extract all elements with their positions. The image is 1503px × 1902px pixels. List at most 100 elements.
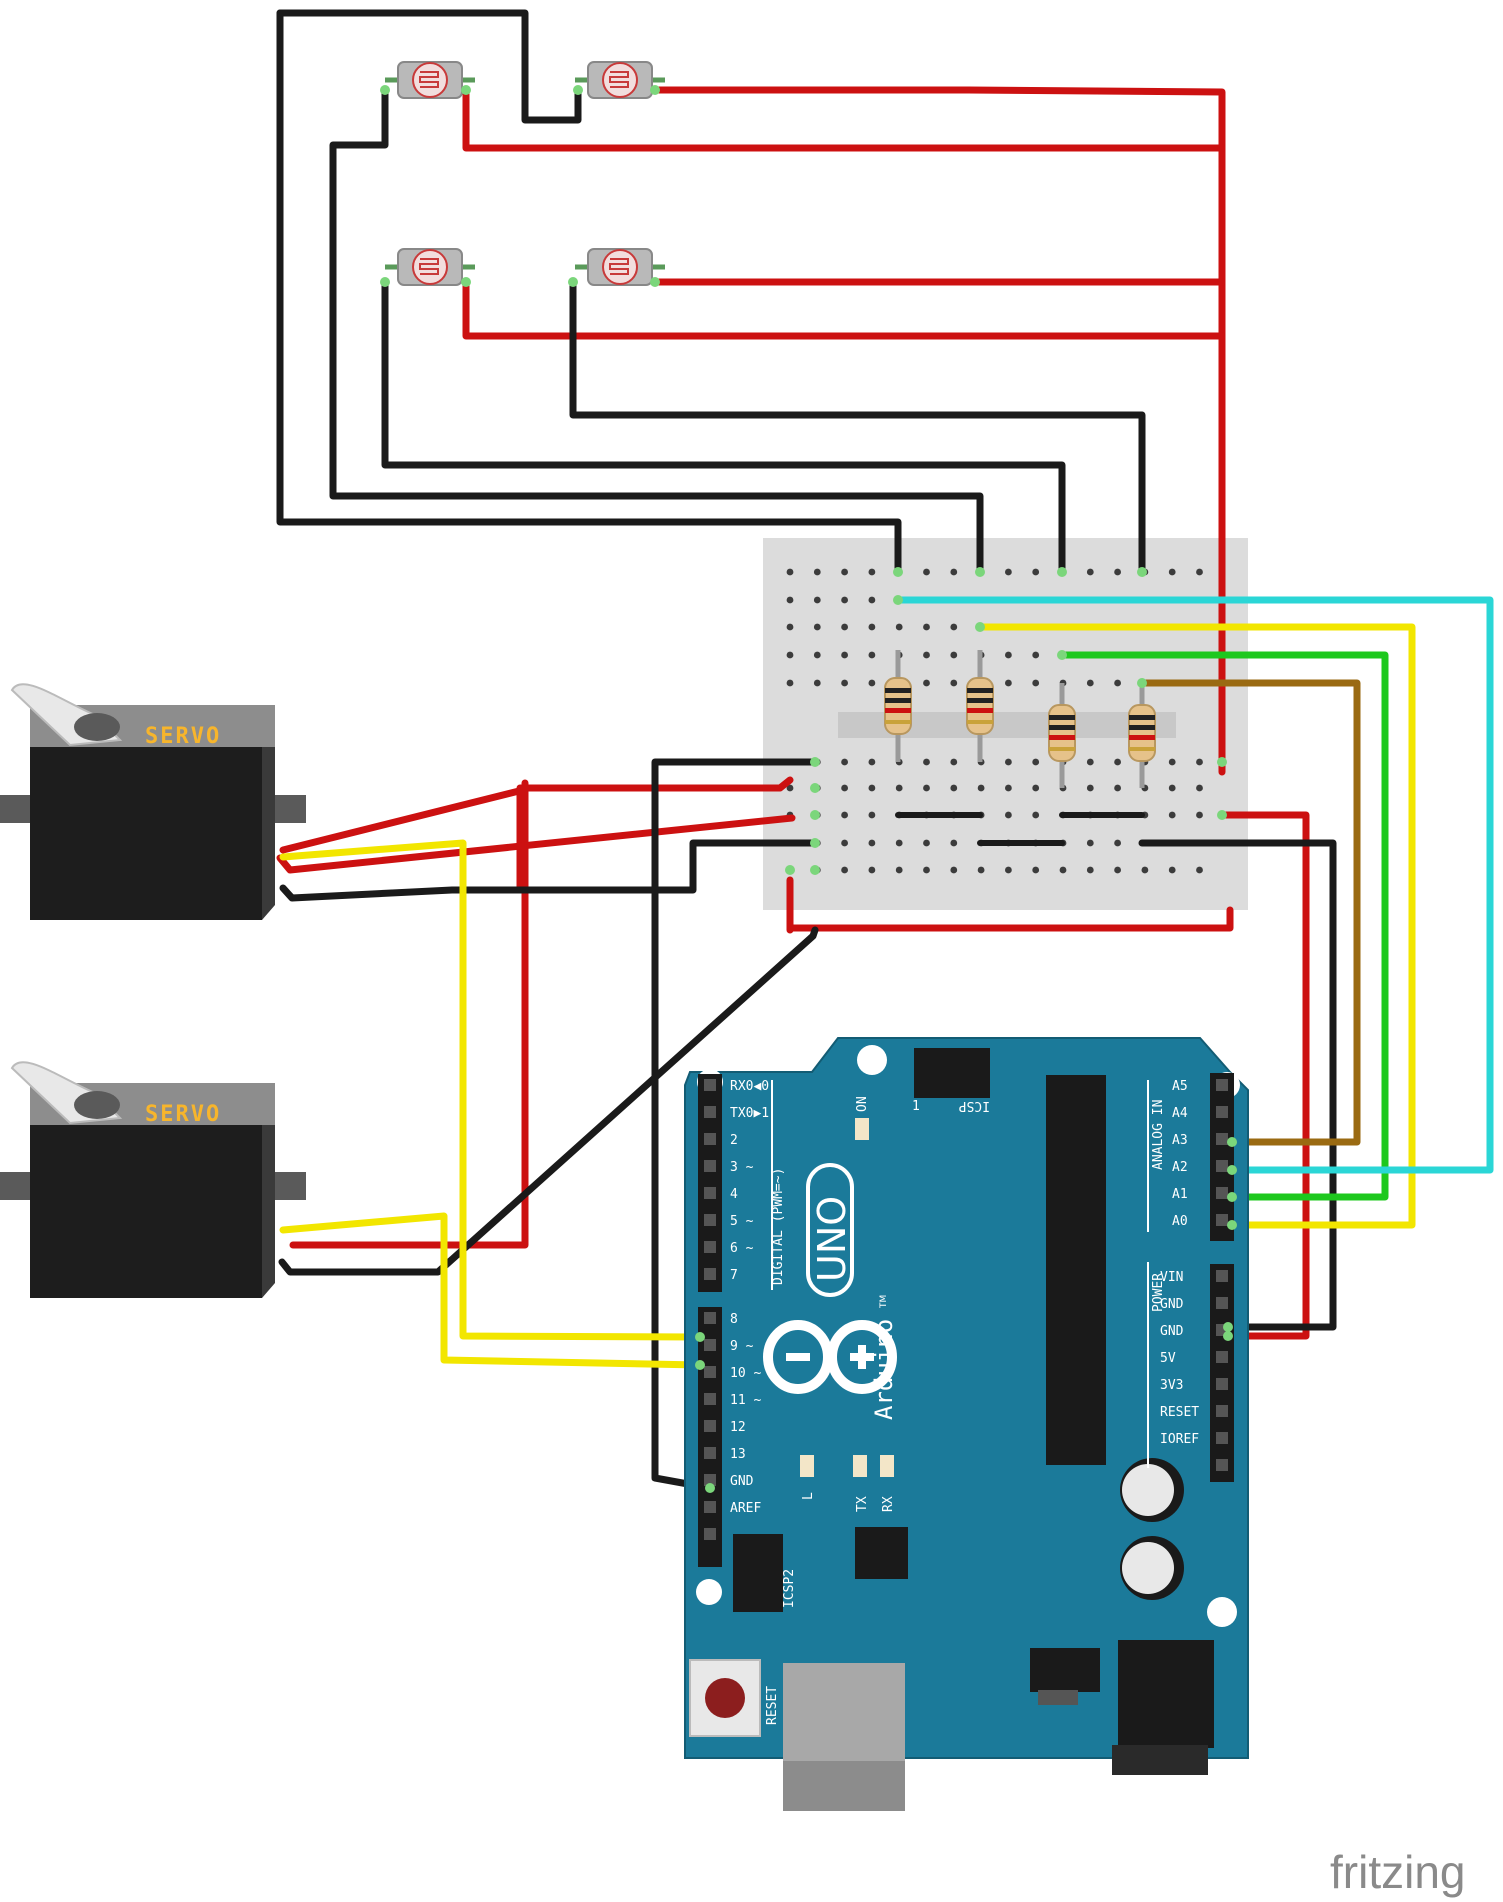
digital-pin-label: 6 ~ — [730, 1241, 754, 1256]
breadboard-hole — [1114, 568, 1121, 576]
digital-pin-label: 7 — [730, 1268, 738, 1283]
header-pin — [704, 1160, 716, 1172]
wire-endpoint — [695, 1332, 705, 1342]
digital-pin-label: 12 — [730, 1420, 746, 1435]
servo-label: SERVO — [145, 1102, 221, 1127]
breadboard-hole — [1032, 784, 1040, 792]
breadboard-hole — [1196, 758, 1203, 766]
wire-endpoint — [1057, 650, 1067, 660]
power-pin-label: GND — [1160, 1297, 1184, 1312]
header-pin — [1216, 1270, 1228, 1282]
breadboard-hole — [1114, 758, 1121, 766]
wire-endpoint — [380, 85, 390, 95]
icsp-label: ICSP — [959, 1098, 990, 1113]
wire-endpoint — [650, 85, 660, 95]
breadboard-hole — [868, 866, 876, 874]
breadboard-hole — [1005, 866, 1012, 874]
wire-endpoint — [810, 838, 820, 848]
photoresistor — [385, 61, 475, 99]
breadboard-hole — [841, 758, 848, 766]
wire-endpoint — [1137, 567, 1147, 577]
digital-pin-label: GND — [730, 1474, 754, 1489]
breadboard-hole — [813, 568, 821, 576]
tx-led-label: TX — [855, 1496, 870, 1512]
breadboard-hole — [841, 623, 848, 631]
analog-pin-label: A2 — [1172, 1160, 1188, 1175]
breadboard-hole — [841, 839, 848, 847]
breadboard-hole — [895, 839, 903, 847]
breadboard-hole — [786, 679, 794, 687]
header-pin — [704, 1474, 716, 1486]
wire-endpoint — [810, 757, 820, 767]
header-pin — [704, 1268, 716, 1280]
resistor — [966, 650, 994, 762]
breadboard-hole — [841, 784, 848, 792]
red-wires — [276, 86, 1310, 1340]
breadboard-hole — [1005, 651, 1012, 659]
breadboard-hole — [923, 651, 930, 659]
header-pin — [1216, 1106, 1228, 1118]
breadboard-hole — [923, 679, 930, 687]
digital-pin-label: 2 — [730, 1133, 738, 1148]
analog-pin-label: A0 — [1172, 1214, 1188, 1229]
breadboard-hole — [868, 568, 876, 576]
breadboard-hole — [841, 568, 848, 576]
breadboard-hole — [868, 758, 876, 766]
photoresistor — [575, 61, 665, 99]
servo-bottom: SERVO — [0, 1061, 306, 1298]
breadboard-hole — [1032, 679, 1040, 687]
breadboard-hole — [1086, 866, 1094, 874]
breadboard-hole — [841, 651, 848, 659]
resistor — [1048, 683, 1076, 788]
breadboard-hole — [1168, 866, 1176, 874]
breadboard-hole — [868, 596, 876, 604]
breadboard-hole — [1196, 784, 1203, 792]
header-pin — [1216, 1459, 1228, 1471]
header-pin — [704, 1106, 716, 1118]
breadboard-hole — [950, 623, 958, 631]
analog-pin-label: A1 — [1172, 1187, 1188, 1202]
power-pin-label: VIN — [1160, 1270, 1183, 1285]
wire-endpoint — [810, 783, 820, 793]
wire-endpoint — [380, 277, 390, 287]
analog-pin-label: A5 — [1172, 1079, 1188, 1094]
wire-endpoint — [1217, 757, 1227, 767]
wire-endpoint — [1227, 1137, 1237, 1147]
breadboard-hole — [1005, 784, 1012, 792]
power-header-label: POWER — [1151, 1273, 1166, 1312]
breadboard-hole — [923, 839, 930, 847]
breadboard-hole — [1086, 784, 1094, 792]
breadboard-hole — [1086, 758, 1094, 766]
header-pin — [1216, 1378, 1228, 1390]
header-pin — [704, 1501, 716, 1513]
wire-endpoint — [893, 595, 903, 605]
breadboard-hole — [786, 596, 794, 604]
power-pin-label: 3V3 — [1160, 1378, 1183, 1393]
wire-endpoint — [975, 567, 985, 577]
digital-pin-label: 11 ~ — [730, 1393, 761, 1408]
breadboard-hole — [1168, 758, 1176, 766]
breadboard-hole — [841, 596, 848, 604]
icsp-pin1-label: 1 — [912, 1099, 920, 1114]
breadboard-hole — [1086, 568, 1094, 576]
breadboard-hole — [923, 758, 930, 766]
digital-pin-label: 4 — [730, 1187, 738, 1202]
header-pin — [704, 1393, 716, 1405]
wire-endpoint — [893, 567, 903, 577]
header-pin — [1216, 1432, 1228, 1444]
breadboard-hole — [895, 866, 903, 874]
power-pin-label: IOREF — [1160, 1432, 1199, 1447]
breadboard-hole — [1114, 679, 1121, 687]
black-wires — [276, 9, 1337, 1492]
digital-pin-label: 10 ~ — [730, 1366, 761, 1381]
breadboard — [763, 538, 1248, 910]
breadboard-hole — [1005, 568, 1012, 576]
brown-wire — [1138, 679, 1361, 1146]
breadboard-hole — [1032, 651, 1040, 659]
wire-endpoint — [695, 1360, 705, 1370]
breadboard-hole — [950, 758, 958, 766]
breadboard-hole — [1196, 568, 1203, 576]
wire-endpoint — [650, 277, 660, 287]
green-wire — [1058, 651, 1389, 1201]
